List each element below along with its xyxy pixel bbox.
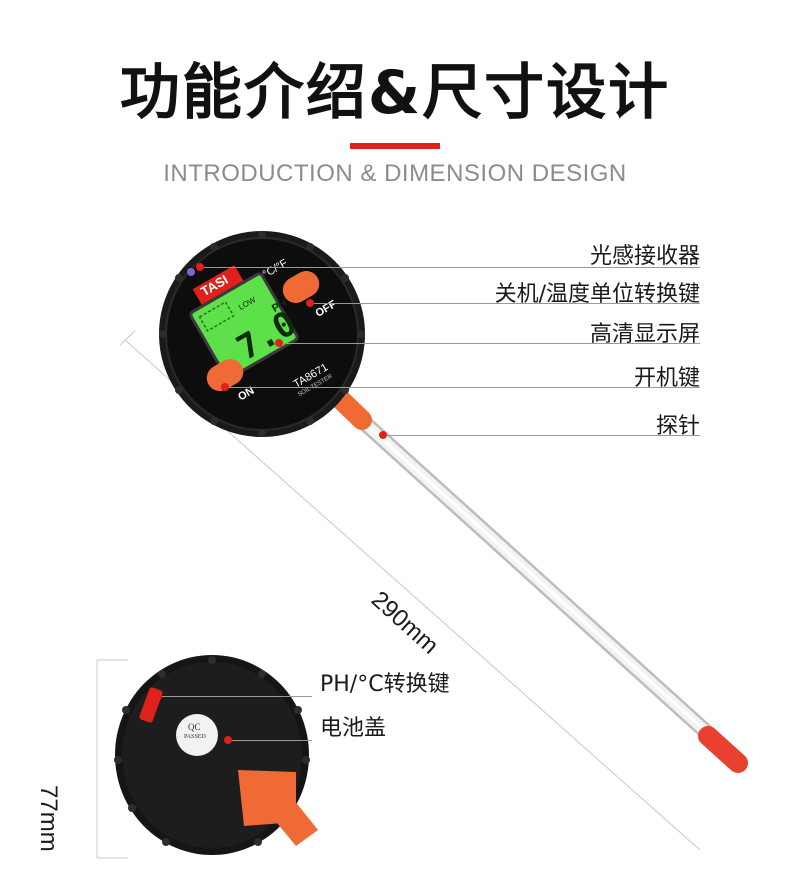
callout-dot-probe [379, 431, 387, 439]
callout-line-off-key [314, 303, 700, 304]
callout-off-unit-key: 关机/温度单位转换键 [494, 282, 700, 307]
callout-dot-display [275, 339, 283, 347]
callout-dot-battery-cover [224, 736, 232, 744]
device-front [159, 231, 365, 437]
callout-display: 高清显示屏 [589, 322, 700, 347]
page-title: 功能介绍&尺寸设计 [119, 58, 671, 128]
callout-on-key: 开机键 [633, 366, 700, 391]
callout-line-light-receiver [204, 267, 700, 268]
callout-probe: 探针 [655, 414, 700, 439]
diameter-dimension-label: 77mm [35, 785, 62, 852]
callout-line-on-key [229, 387, 700, 388]
callout-line-probe [387, 435, 700, 436]
callout-dot-light-receiver [196, 263, 204, 271]
probe-rod [325, 384, 748, 773]
title-underline [350, 143, 440, 149]
callout-light-receiver: 光感接收器 [589, 244, 700, 269]
callout-line-display [283, 343, 700, 344]
callout-line-ph-key [162, 696, 312, 697]
callout-dot-off-key [306, 299, 314, 307]
page-subtitle: INTRODUCTION & DIMENSION DESIGN [163, 160, 627, 187]
callout-dot-ph-key [154, 692, 162, 700]
callout-ph-key: PH/°C转换键 [320, 672, 450, 697]
qc-label: QC [188, 722, 201, 732]
qc-sub-label: PASSED [184, 734, 206, 740]
callout-battery-cover: 电池盖 [320, 716, 387, 741]
device-back [96, 655, 318, 859]
callout-line-battery-cover [232, 740, 312, 741]
callout-dot-on-key [221, 383, 229, 391]
